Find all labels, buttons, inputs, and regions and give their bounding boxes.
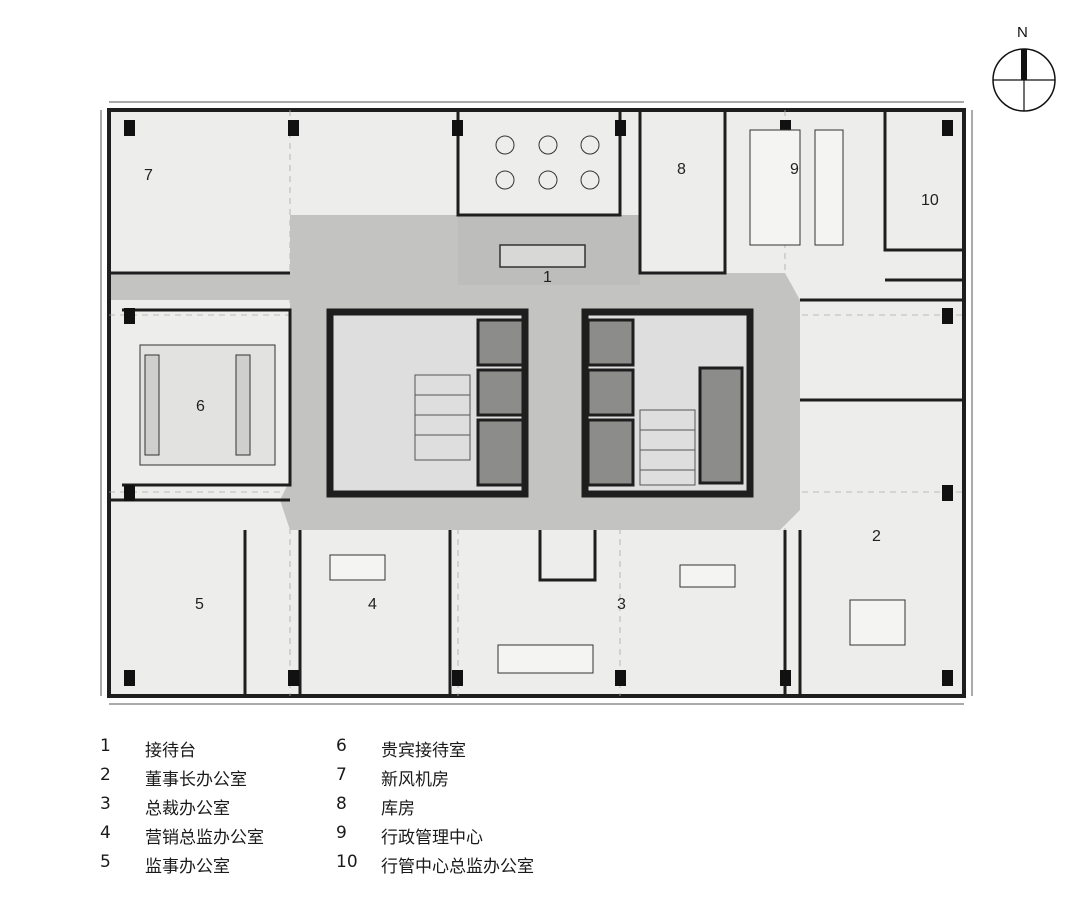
compass-north-label: N bbox=[1017, 24, 1028, 41]
reception-desk bbox=[499, 244, 586, 268]
room-number-1: 1 bbox=[543, 269, 552, 286]
columns bbox=[124, 120, 953, 686]
stairs bbox=[414, 374, 696, 486]
interior-walls bbox=[111, 110, 964, 696]
training-chairs bbox=[495, 135, 600, 190]
room-number-9: 9 bbox=[790, 161, 799, 178]
room-number-8: 8 bbox=[677, 161, 686, 178]
room-number-5: 5 bbox=[195, 596, 204, 613]
room-number-3: 3 bbox=[617, 596, 626, 613]
vip-room-sofas bbox=[139, 344, 276, 466]
room-number-10: 10 bbox=[921, 192, 939, 209]
room-number-4: 4 bbox=[368, 596, 377, 613]
room-number-2: 2 bbox=[872, 528, 881, 545]
north-arrow-icon bbox=[992, 48, 1056, 112]
elevators bbox=[476, 318, 744, 487]
room-number-6: 6 bbox=[196, 398, 205, 415]
room-number-7: 7 bbox=[144, 167, 153, 184]
conference-tables bbox=[329, 129, 906, 674]
